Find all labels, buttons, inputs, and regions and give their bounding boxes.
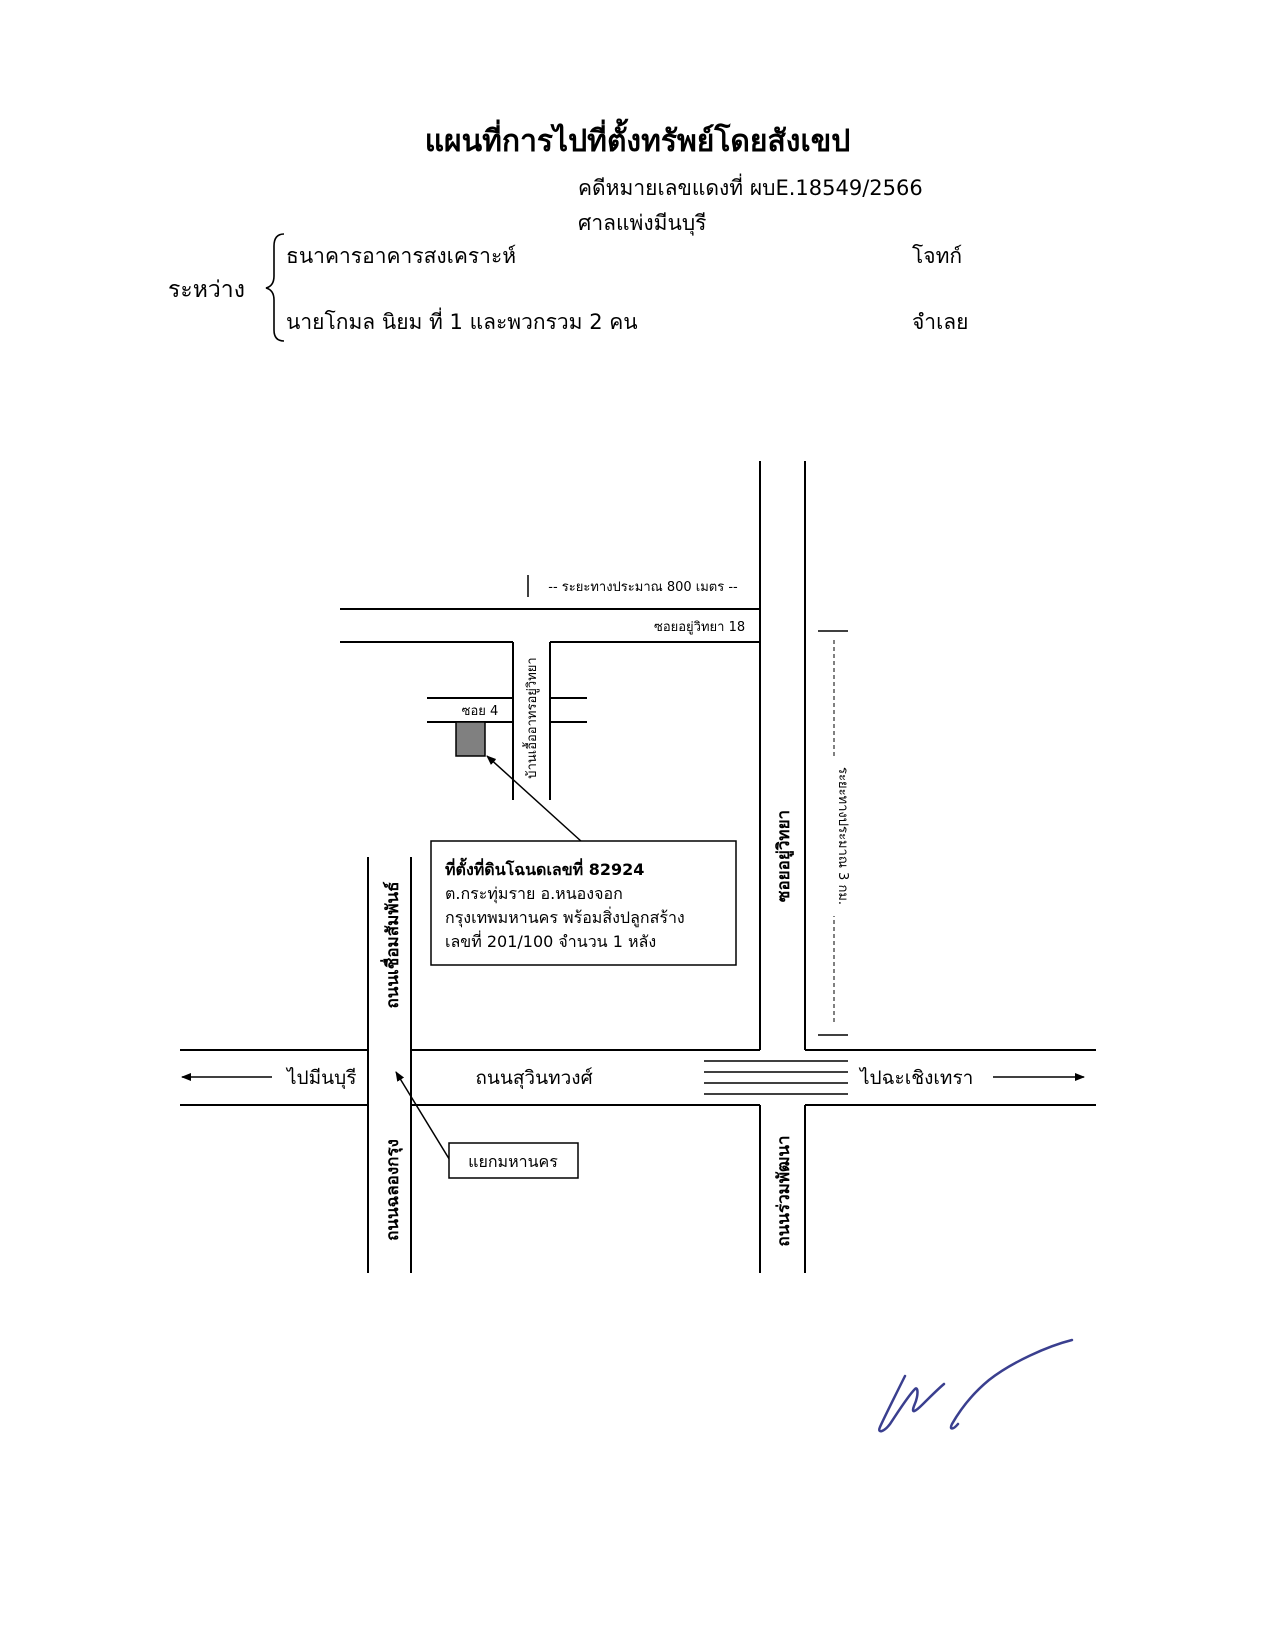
- between-label: ระหว่าง: [168, 277, 245, 303]
- location-info-box: [430, 840, 737, 966]
- junction-pointer-arrow: [395, 1071, 452, 1163]
- page-title: แผนที่การไปที่ตั้งทรัพย์โดยสังเขป: [424, 124, 851, 159]
- court-name: ศาลแพ่งมีนบุรี: [578, 211, 707, 235]
- suwinthawong-label: ถนนสุวินทวงศ์: [475, 1067, 592, 1090]
- junction-label: แยกมหานคร: [468, 1152, 558, 1171]
- location-line-3: กรุงเทพมหานคร พร้อมสิ่งปลูกสร้าง: [445, 906, 685, 928]
- plaintiff-name: ธนาคารอาคารสงเคราะห์: [286, 244, 517, 268]
- chalong-krung-label: ถนนฉลองกรุง: [383, 1139, 403, 1241]
- defendant-role: จำเลย: [912, 310, 969, 334]
- to-minburi-label: ไปมีนบุรี: [285, 1067, 356, 1090]
- signature: [878, 1338, 1074, 1433]
- location-line-4: เลขที่ 201/100 จำนวน 1 หลัง: [445, 930, 656, 951]
- plaintiff-role: โจทก์: [912, 244, 963, 268]
- crosswalk: [704, 1060, 848, 1095]
- property-marker: [455, 721, 486, 757]
- ruam-phatthana-label: ถนนร่วมพัฒนา: [774, 1135, 794, 1246]
- soi-4-label: ซอย 4: [462, 704, 499, 719]
- case-number: คดีหมายเลขแดงที่ ผบE.18549/2566: [578, 176, 923, 200]
- chuem-sam-phan-label: ถนนเชื่อมสัมพันธ์: [380, 881, 403, 1008]
- location-line-2: ต.กระทุ่มราย อ.หนองจอก: [445, 884, 623, 904]
- soi-yuwitthaya-label: ซอยอยู่วิทยา: [774, 810, 795, 902]
- property-pointer-arrow: [486, 755, 583, 843]
- location-line-1: ที่ตั้งที่ดินโฉนดเลขที่ 82924: [445, 857, 644, 879]
- junction-box: [448, 1142, 579, 1179]
- distance-top-label: -- ระยะทางประมาณ 800 เมตร --: [548, 580, 738, 595]
- defendant-name: นายโกมล นิยม ที่ 1 และพวกรวม 2 คน: [286, 310, 638, 334]
- village-label: บ้านเอื้ออาทรอยู่วิทยา: [522, 657, 540, 778]
- soi-18-label: ซอยอยู่วิทยา 18: [654, 620, 745, 635]
- party-bracket: [265, 233, 285, 342]
- to-chachoengsao-label: ไปฉะเชิงเทรา: [858, 1067, 973, 1089]
- distance-side-label: ระยะทางประมาณ 3 กม.: [835, 767, 850, 905]
